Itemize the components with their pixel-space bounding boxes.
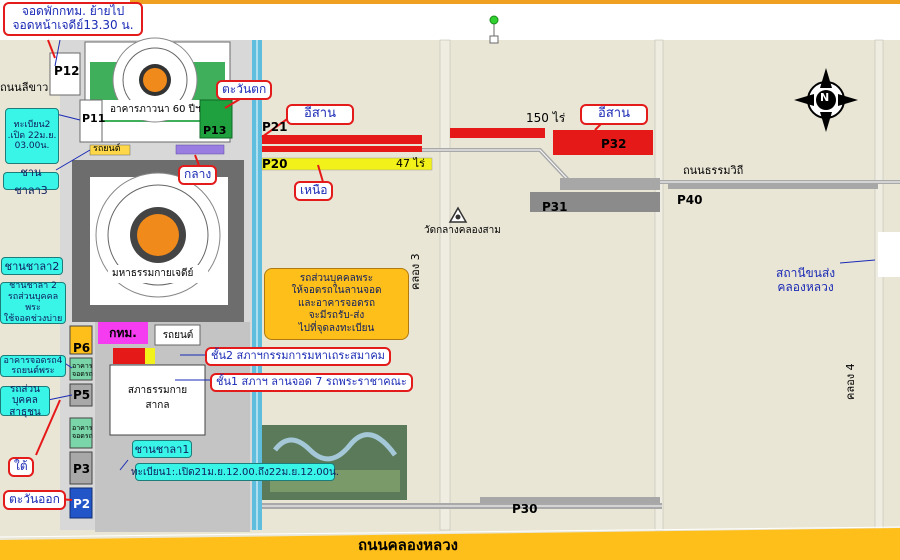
road-khlong4	[874, 39, 884, 541]
callout-chanchala2: ชานชาลา2	[1, 257, 63, 275]
callout-jod-phak: จอดพักกทม. ย้ายไป จอดหน้าเจดีย์13.30 น.	[3, 2, 143, 36]
p5-label: P5	[73, 388, 91, 402]
kor-tor-mor-label: กทม.	[109, 325, 137, 340]
dome-top-core	[143, 68, 167, 92]
wat-klang-label: วัดกลางคลองสาม	[424, 225, 501, 236]
khlong-luang-road	[0, 528, 900, 560]
arkharn-60-label: อาคารภาวนา 60 ปีฯ	[110, 104, 201, 115]
callout-chanchala1: ชานชาลา1	[132, 440, 192, 458]
rod-yon-mid-label: รถยนต์	[162, 329, 194, 341]
arkharn-jod4-label: อาคาร จอดรถ	[72, 362, 93, 379]
klang-zone	[175, 144, 225, 155]
p31-strip	[560, 178, 660, 190]
nuea-zone-p20	[261, 157, 433, 171]
p30-strip	[480, 497, 660, 503]
callout-rot-suan-bukkhon: รถส่วนบุคคล สาธุชน	[0, 384, 50, 418]
p11-lot	[79, 99, 103, 143]
p11-label: P11	[82, 112, 106, 125]
p12-lot	[49, 52, 81, 96]
sapha-label: สภาธรรมกาย สากล	[127, 385, 188, 411]
wat-klang-dot	[455, 214, 461, 220]
khlong3-label: คลอง 3	[409, 253, 422, 290]
chedi-label-bg	[108, 265, 208, 283]
sapha-building	[109, 364, 206, 436]
p32-lot	[553, 130, 653, 155]
p32-label: P32	[601, 137, 627, 151]
arkharn-60-label-bg	[100, 100, 210, 120]
p21-label: P21	[262, 120, 288, 134]
arkharn-jod-lot	[69, 417, 93, 449]
road-center-v	[654, 39, 664, 531]
khlong-luang-line	[0, 526, 900, 538]
rod-yon-mid-bg	[154, 324, 201, 346]
compass-icon	[794, 68, 858, 132]
chedi-label: มหาธรรมกายเจดีย์	[112, 268, 194, 279]
arkharn-jod-label: อาคาร จอดรถ	[72, 424, 93, 441]
callout-tai: ใต้	[8, 457, 34, 477]
p3-label: P3	[73, 462, 91, 476]
callout-isan-1: อีสาน	[286, 104, 354, 125]
isan-zone-p21	[262, 135, 422, 144]
p30-label: P30	[512, 502, 538, 516]
p32-strip	[450, 128, 545, 138]
station-block	[878, 232, 900, 277]
p31-label: P31	[542, 200, 568, 214]
p13-label: P13	[203, 124, 227, 137]
rai150-label: 150 ไร่	[526, 111, 566, 125]
callout-chanchala3: ชานชาลา3	[3, 166, 59, 197]
p2-lot	[69, 487, 93, 519]
callout-chanchala2b: ชานชาลา 2 รถส่วนบุคคลพระ ใช้จอดช่วงบ่าย	[0, 281, 66, 324]
arkharn-jod4-lot	[69, 357, 93, 381]
handle-box[interactable]	[489, 35, 499, 44]
road-thammawithi-label: ถนนธรรมวิถี	[683, 164, 744, 177]
callout-arkharn-jod4: อาคารจอดรถ4 รถยนต์พระ	[0, 355, 66, 377]
p20-label: P20	[262, 157, 288, 171]
callout-klang: กลาง	[178, 165, 218, 185]
khlong-luang-label: ถนนคลองหลวง	[358, 536, 458, 554]
sapha-yellow	[145, 348, 155, 364]
compass-n-label: N	[820, 91, 830, 104]
khlong4-label: คลอง 4	[844, 363, 857, 400]
station-label: สถานีขนส่ง คลองหลวง	[776, 266, 836, 294]
p3-lot	[69, 451, 93, 485]
isan-zone-p21b	[262, 146, 422, 152]
road-liekhao-label: ถนนลีขาว	[0, 81, 49, 94]
resize-handle-icon[interactable]	[489, 15, 499, 25]
p6-label: P6	[73, 341, 91, 355]
p40-label: P40	[677, 193, 703, 207]
park-pond	[273, 432, 398, 462]
p12-label: P12	[54, 64, 80, 78]
rod-yon-top-label: รถยนต์	[93, 144, 121, 154]
top-edge	[130, 0, 900, 4]
p6-lot	[69, 325, 93, 355]
orange-note: รถส่วนบุคคลพระ ให้จอดรถในลานจอด และอาคาร…	[264, 268, 409, 340]
callout-nuea: เหนือ	[294, 181, 334, 201]
callout-tawan-ok: ตะวันออก	[3, 490, 66, 510]
chedi-core	[137, 214, 179, 256]
sapha-red	[113, 348, 145, 364]
callout-floor2: ชั้น2 สภาฯกรรมการมหาเถระสมาคม	[205, 347, 391, 366]
p40-strip	[668, 183, 878, 189]
callout-thabian2: ทะเบียน2 .เปิด 22ม.ย. 03.00น.	[5, 108, 59, 164]
callout-thabian1: ทะเบียน1:.เปิด21ม.ย.12.00.ถึง22ม.ย.12.00…	[131, 463, 339, 481]
rai47-label: 47 ไร่	[396, 157, 425, 170]
p2-label: P2	[73, 497, 91, 511]
callout-isan-2: อีสาน	[580, 104, 648, 125]
road-khlong3	[439, 39, 451, 531]
kor-tor-mor-bg	[98, 322, 148, 344]
callout-tawan-tok: ตะวันตก	[216, 80, 273, 100]
callout-floor1: ชั้น1 สภาฯ ลานจอด 7 รถพระราชาคณะ	[210, 373, 413, 392]
p31-lot	[530, 192, 660, 212]
